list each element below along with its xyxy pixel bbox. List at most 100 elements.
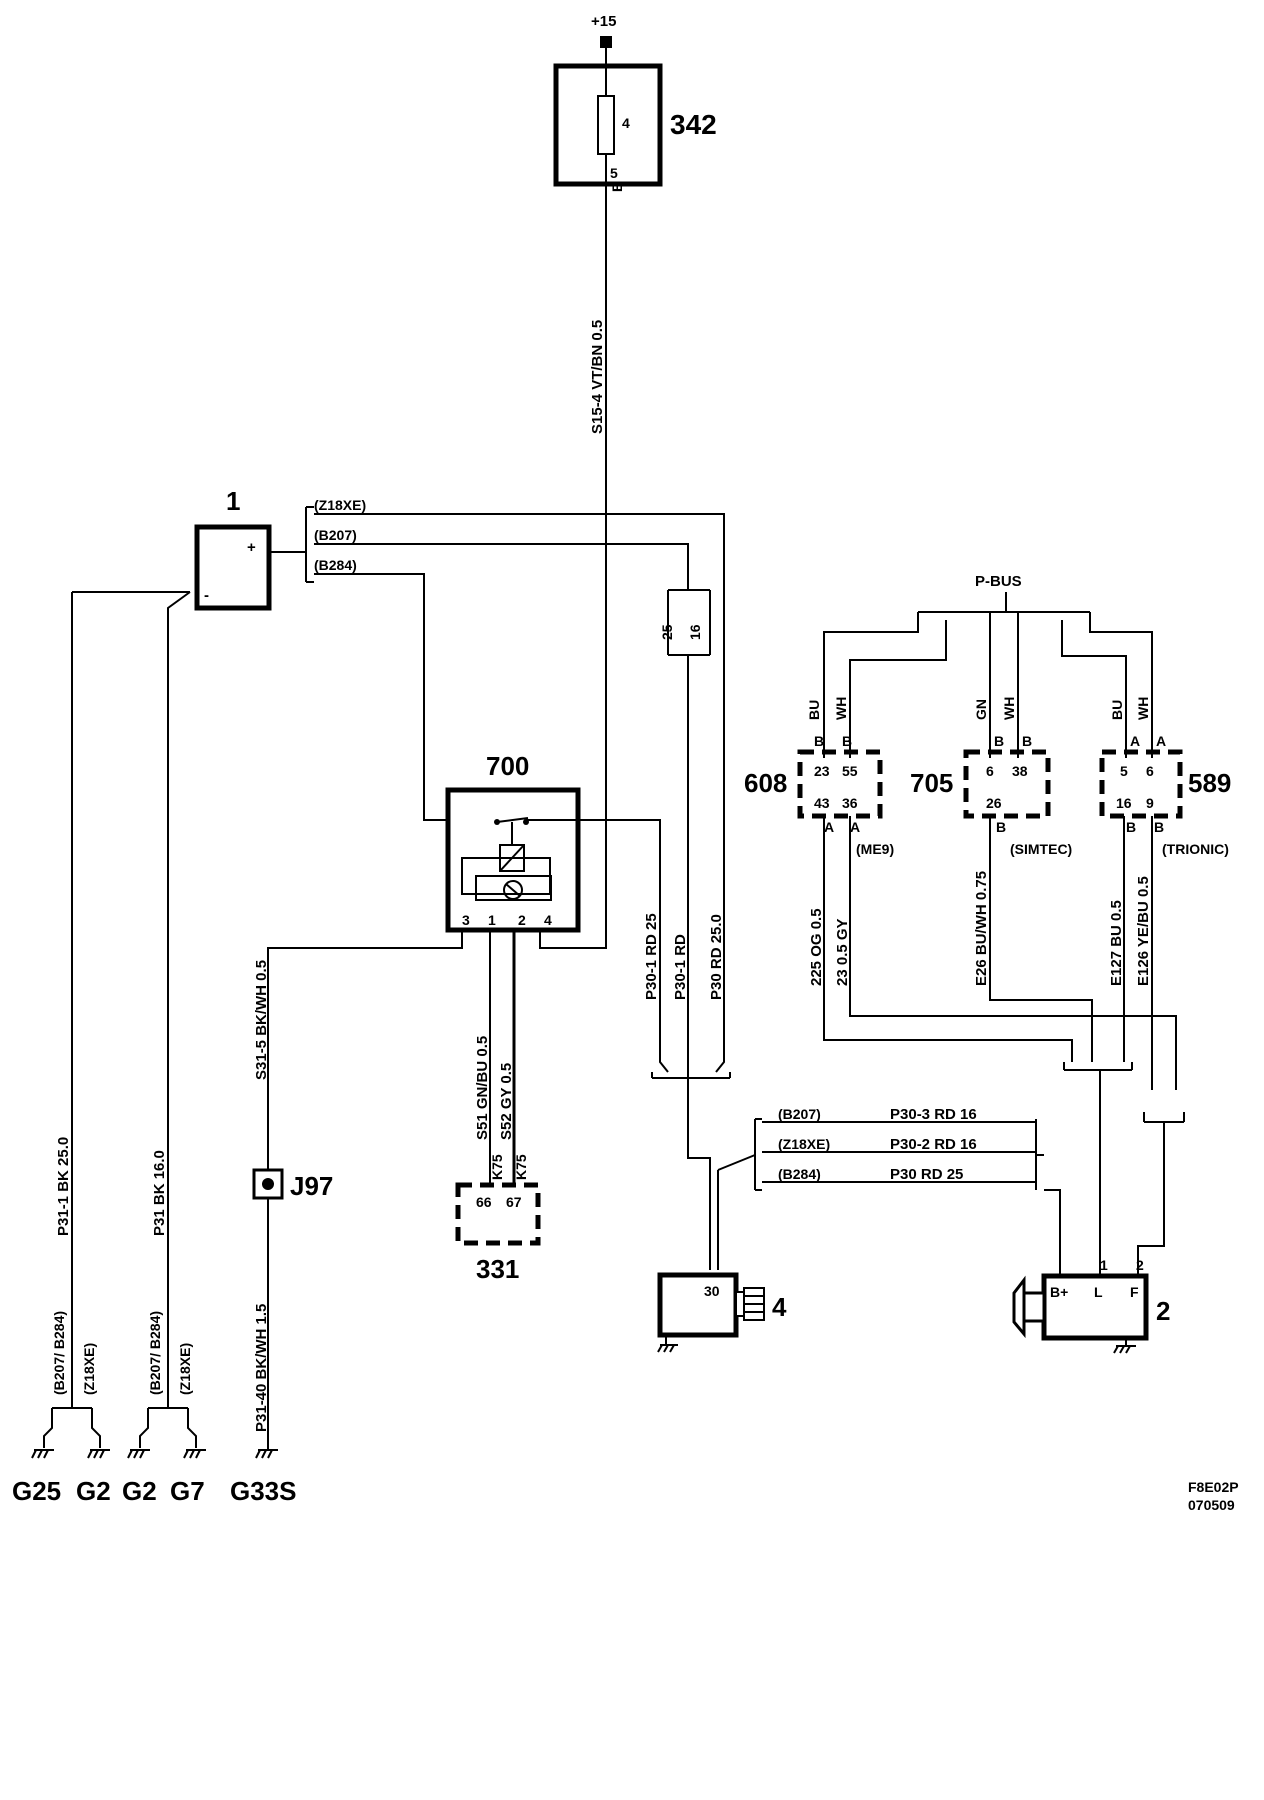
component-705: 705 B B 6 38 26 B (SIMTEC)	[910, 733, 1072, 857]
wire-label: P30 RD 25	[890, 1166, 963, 1183]
wire-label: P30-1 RD 25	[643, 913, 660, 1000]
variant-label: (B284)	[778, 1166, 821, 1182]
wire-23	[849, 816, 1177, 1090]
pin-label: 3	[462, 912, 470, 928]
connector-label: A	[1156, 733, 1166, 749]
ground-label: G25	[12, 1476, 61, 1506]
wire-label: P30 RD 25.0	[708, 914, 725, 1000]
component-number: 331	[476, 1254, 519, 1284]
wire-color-label: BU	[1109, 700, 1125, 720]
variant-label: (B207/ B284)	[147, 1311, 163, 1395]
ground-label: G2	[76, 1476, 111, 1506]
wire-label: 23 0.5 GY	[834, 918, 851, 986]
pin-label: B+	[1050, 1284, 1068, 1300]
variant-label: (ME9)	[856, 841, 894, 857]
ground-label: G33S	[230, 1476, 297, 1506]
module-box-608	[797, 749, 883, 819]
pin-label: 2	[518, 912, 526, 928]
wire-color-label: GN	[973, 699, 989, 720]
component-2: B+ L F 1 2 2	[1012, 1257, 1170, 1354]
connector-label: B	[814, 733, 824, 749]
pin-label: 1	[1100, 1257, 1108, 1273]
pin-label: 4	[622, 115, 630, 131]
starter-box	[657, 1272, 739, 1338]
pin-label: 55	[842, 763, 858, 779]
component-589: A A 5 6 16 9 B B (TRIONIC) 589	[1099, 733, 1231, 857]
connector-label: B	[1022, 733, 1032, 749]
splice-25-16: 25 16	[659, 589, 711, 656]
component-number: 342	[670, 109, 717, 140]
ground-label: G2	[122, 1476, 157, 1506]
wire-label: P31-40 BK/WH 1.5	[253, 1304, 270, 1432]
variant-label: (TRIONIC)	[1162, 841, 1229, 857]
wire-label: P30-1 RD	[672, 934, 689, 1000]
wire-label: P31-1 BK 25.0	[55, 1137, 72, 1236]
wire-s31-5	[267, 930, 463, 1170]
wire-label: E126 YE/BU 0.5	[1135, 876, 1152, 986]
component-j97: J97	[252, 1168, 333, 1201]
wire-b207	[314, 543, 689, 590]
pin-label: 1	[488, 912, 496, 928]
wire-label: P31 BK 16.0	[151, 1150, 168, 1236]
wire-color-label: WH	[1135, 697, 1151, 720]
plus-terminal: +	[247, 539, 256, 556]
pin-label: 9	[1146, 795, 1154, 811]
supply-label: +15	[591, 13, 616, 30]
component-number: 608	[744, 768, 787, 798]
wire-label: 225 OG 0.5	[808, 908, 825, 986]
variant-label: (Z18XE)	[177, 1343, 193, 1395]
component-608: 608 B B 23 55 43 36 A A (ME9)	[744, 733, 894, 857]
variant-label: (B284)	[314, 557, 357, 573]
component-number: 700	[486, 751, 529, 781]
pin-label: 30	[704, 1283, 720, 1299]
connector-label: A	[824, 819, 834, 835]
pin-label: 6	[1146, 763, 1154, 779]
pin-label: 6	[986, 763, 994, 779]
component-700: 700 3 1 2 4	[445, 751, 581, 933]
component-number: 705	[910, 768, 953, 798]
battery-box	[194, 524, 272, 611]
wire-label: S31-5 BK/WH 0.5	[253, 960, 270, 1080]
ground-icon	[127, 1449, 150, 1459]
ground-label: G7	[170, 1476, 205, 1506]
connector-label: B	[1154, 819, 1164, 835]
variant-label: (Z18XE)	[314, 497, 366, 513]
pin-label: 16	[1116, 795, 1132, 811]
wire-z18xe	[314, 513, 725, 1073]
ground-icon	[87, 1449, 110, 1459]
pin-label: 26	[986, 795, 1002, 811]
supply-15: +15	[591, 13, 616, 66]
wire-label: S52 GY 0.5	[498, 1063, 515, 1140]
connector-label: A	[1130, 733, 1140, 749]
wire-s15-4	[539, 184, 607, 949]
component-number: 4	[772, 1292, 787, 1322]
ground-icon	[31, 1449, 54, 1459]
component-4: 30 4	[657, 1272, 787, 1353]
component-number: J97	[290, 1171, 333, 1201]
wire-color-label: WH	[833, 697, 849, 720]
pin-label: 36	[842, 795, 858, 811]
minus-terminal: -	[204, 587, 209, 604]
component-1: 1 + -	[194, 486, 272, 611]
connector-box-331	[455, 1182, 541, 1246]
drawing-date: 070509	[1188, 1497, 1235, 1513]
pin-label: 67	[506, 1194, 522, 1210]
connector-label: B	[996, 819, 1006, 835]
component-number: 589	[1188, 768, 1231, 798]
connector-label: B	[842, 733, 852, 749]
pin-label: 38	[1012, 763, 1028, 779]
connector-label: K75	[489, 1154, 505, 1180]
variant-label: (B207)	[314, 527, 357, 543]
connector-label: K75	[513, 1154, 529, 1180]
variant-label: (SIMTEC)	[1010, 841, 1072, 857]
connector-label: A	[850, 819, 860, 835]
variant-label: (Z18XE)	[81, 1343, 97, 1395]
component-number: 2	[1156, 1296, 1170, 1326]
supply-terminal	[600, 36, 612, 48]
pin-label: 4	[544, 912, 552, 928]
variant-label: (Z18XE)	[778, 1136, 830, 1152]
pin-label: 66	[476, 1194, 492, 1210]
fuse-element	[597, 95, 615, 155]
ground-icon	[183, 1449, 206, 1459]
